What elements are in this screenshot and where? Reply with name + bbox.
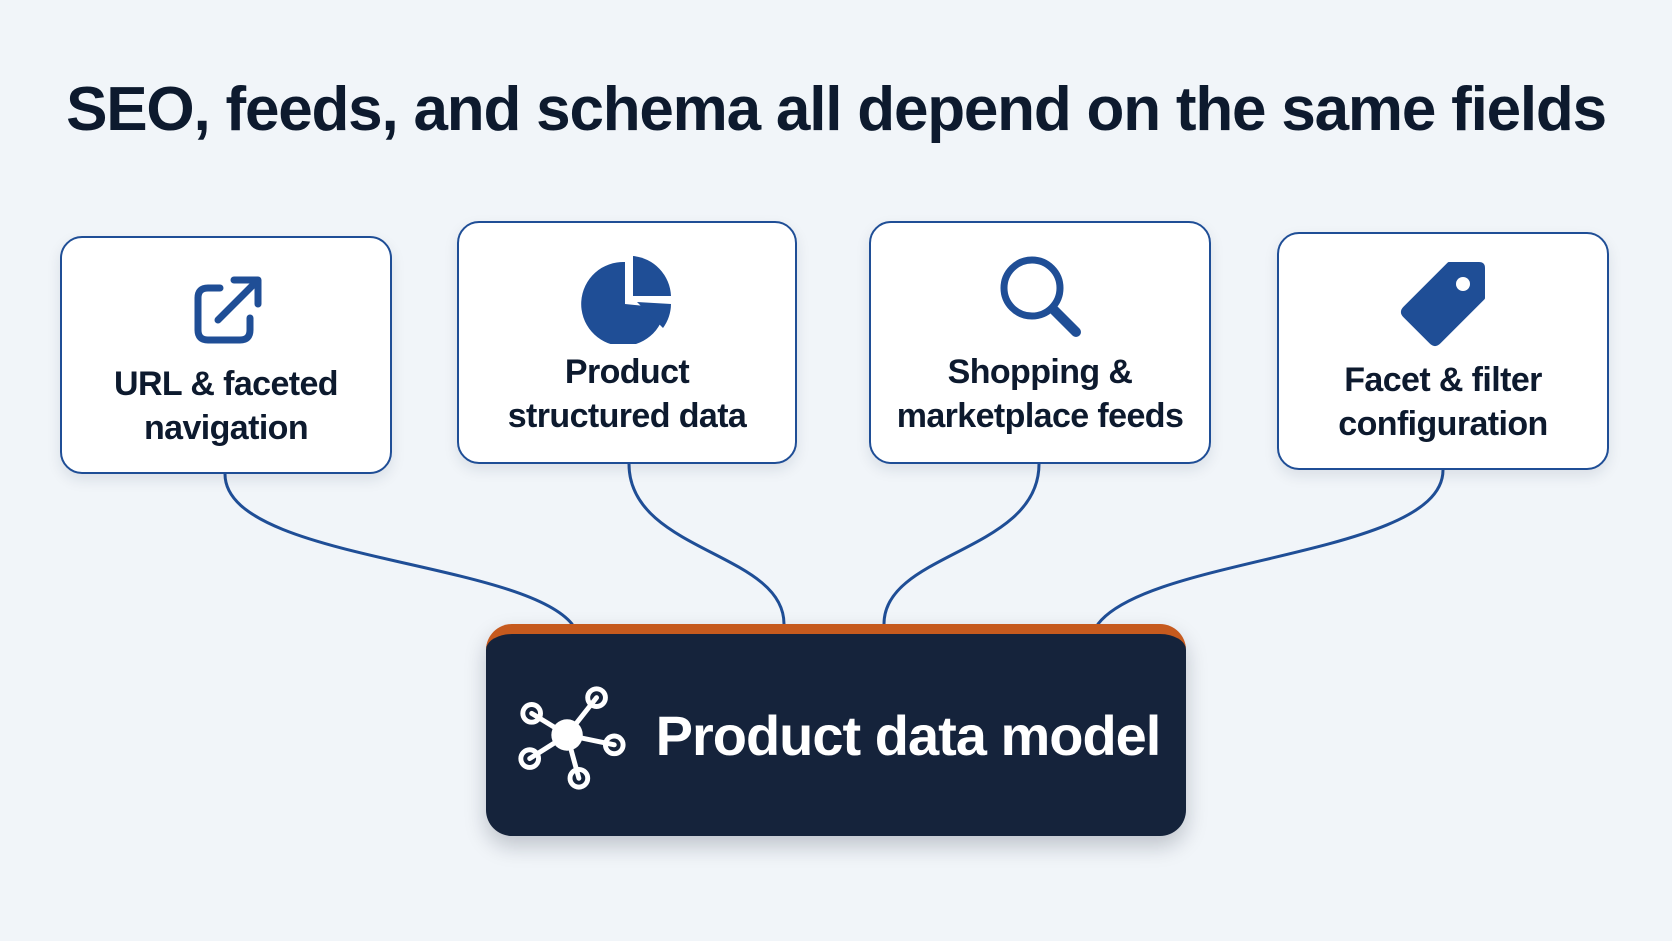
card-facet-filter-configuration: Facet & filter configuration (1277, 232, 1609, 470)
connector-shopping-feeds (882, 462, 1041, 626)
external-link-icon (194, 276, 262, 344)
card-label: Facet & filter configuration (1338, 361, 1548, 443)
card-label: Product structured data (507, 352, 747, 435)
hub-label: Product data model (655, 703, 1162, 767)
page-title: SEO, feeds, and schema all depend on the… (66, 75, 1607, 144)
hub-product-data-model: Product data model (486, 624, 1186, 836)
pie-chart-icon (581, 255, 671, 344)
network-icon (518, 686, 626, 790)
card-url-faceted-navigation: URL & faceted navigation (60, 236, 392, 474)
search-icon (1000, 256, 1081, 337)
card-label: URL & faceted navigation (114, 365, 339, 447)
card-label: Shopping & marketplace feeds (896, 352, 1184, 435)
tag-icon (1401, 262, 1485, 346)
card-product-structured-data: Product structured data (457, 221, 797, 464)
card-shopping-marketplace-feeds: Shopping & marketplace feeds (869, 221, 1211, 464)
connector-structured-data (627, 462, 786, 626)
connector-facet-filter (1096, 468, 1445, 626)
connector-url-navigation (223, 472, 574, 626)
